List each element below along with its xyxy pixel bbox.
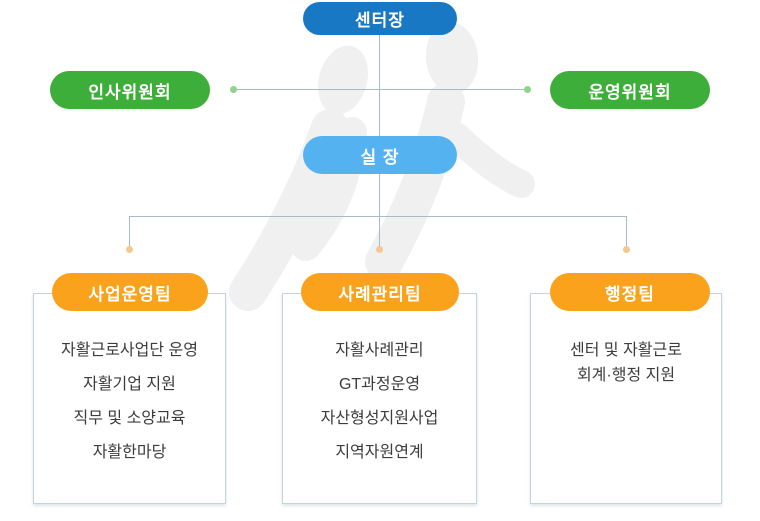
node-team-business-operations: 사업운영팀: [52, 273, 208, 311]
list-item: 직무 및 소양교육: [73, 410, 186, 427]
list-item: GT과정운영: [338, 376, 421, 393]
connector-drop-left: [129, 216, 130, 248]
list-item: 센터 및 자활근로 회계·행정 지원: [570, 342, 682, 384]
node-operating-committee: 운영위원회: [550, 71, 710, 109]
connector-teams-horizontal: [129, 216, 627, 217]
connector-drop-right: [626, 216, 627, 248]
node-team-administration: 행정팀: [550, 273, 710, 311]
team-box-business-operations: [33, 293, 226, 504]
team-duty-list-administration: 센터 및 자활근로 회계·행정 지원: [530, 338, 722, 388]
list-item: 지역자원연계: [335, 444, 424, 461]
green-dot-right: [524, 86, 531, 93]
team-duty-list-case-management: 자활사례관리 GT과정운영 자산형성지원사업 지역자원연계: [282, 334, 477, 470]
connector-top-vertical: [379, 35, 380, 136]
node-chief: 실 장: [303, 136, 457, 174]
team-duty-list-business-operations: 자활근로사업단 운영 자활기업 지원 직무 및 소양교육 자활한마당: [33, 334, 226, 470]
list-item: 자활기업 지원: [83, 376, 176, 393]
list-item: 자활근로사업단 운영: [61, 342, 198, 359]
node-team-case-management: 사례관리팀: [301, 273, 459, 311]
connector-mid-vertical: [379, 174, 380, 217]
node-personnel-committee: 인사위원회: [50, 71, 210, 109]
orange-dot-left: [126, 246, 133, 253]
connector-drop-center: [379, 216, 380, 248]
green-dot-left: [230, 86, 237, 93]
team-box-administration: [530, 293, 722, 504]
list-item: 자활사례관리: [335, 342, 424, 359]
list-item: 자산형성지원사업: [320, 410, 439, 427]
orange-dot-right: [623, 246, 630, 253]
list-item: 자활한마당: [92, 444, 167, 461]
team-box-case-management: [282, 293, 477, 504]
orange-dot-center: [376, 246, 383, 253]
node-center-director: 센터장: [303, 2, 457, 35]
connector-committee-horizontal: [233, 89, 527, 90]
